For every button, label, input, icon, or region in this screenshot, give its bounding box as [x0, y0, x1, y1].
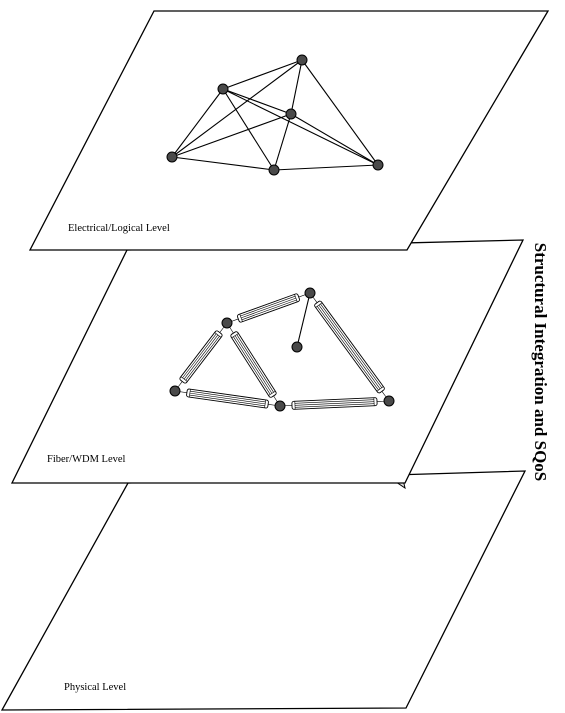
physical-level-plane [0, 470, 527, 711]
fiber-node [169, 385, 181, 397]
logical-node [268, 164, 280, 176]
logical-link [290, 59, 303, 115]
fiber-node [383, 395, 395, 407]
fiber-bundle [226, 292, 311, 324]
logical-node [372, 159, 384, 171]
logical-node [217, 83, 229, 95]
fiber-bundle [279, 397, 390, 410]
fiber-node [221, 317, 233, 329]
side-title: Structural Integration and SQoS [531, 243, 550, 482]
physical-level-label: Physical Level [64, 682, 126, 693]
logical-node [166, 151, 178, 163]
fiber-node [274, 400, 286, 412]
logical-link [222, 88, 275, 171]
logical-link [171, 156, 275, 171]
fiber-node [291, 341, 303, 353]
logical-node [296, 54, 308, 66]
fiber-bundle [226, 322, 281, 407]
logical-link [222, 88, 379, 166]
fiber-links [174, 292, 390, 410]
logical-link [171, 59, 303, 158]
fiber-stub-link [296, 292, 311, 348]
logical-link [273, 113, 292, 171]
logical-link [171, 113, 292, 158]
logical-link [171, 88, 224, 158]
fiber-level: Fiber/WDM Level [10, 239, 525, 484]
logical-link [290, 113, 379, 166]
logical-link [273, 164, 379, 171]
fiber-bundle [309, 292, 390, 402]
fiber-level-plane [10, 239, 525, 484]
fiber-level-label: Fiber/WDM Level [47, 454, 126, 465]
electrical-level-label: Electrical/Logical Level [68, 223, 170, 234]
fiber-node [304, 287, 316, 299]
logical-link [222, 59, 303, 90]
electrical-level: Electrical/Logical Level [28, 10, 550, 251]
logical-node [285, 108, 297, 120]
logical-link [301, 59, 379, 166]
electrical-level-plane [28, 10, 550, 251]
logical-link [222, 88, 292, 115]
